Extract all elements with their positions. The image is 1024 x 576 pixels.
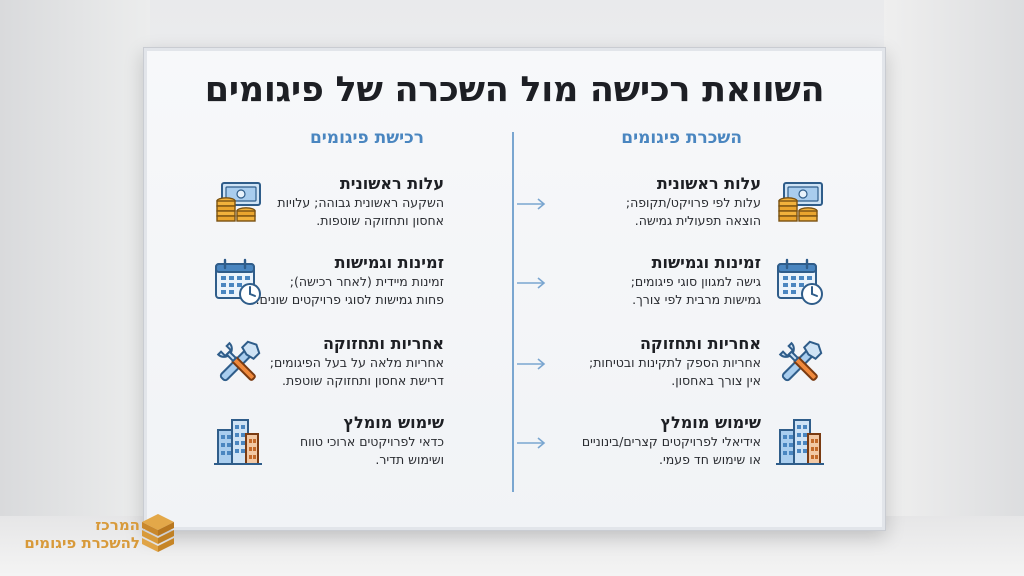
rental-item-2: אחריות ותחזוקה אחריות הספק לתקינות ובטיחו… — [549, 334, 761, 390]
purchase-item-title: עלות ראשונית — [339, 174, 444, 193]
purchase-item-desc-line1: כדאי לפרויקטים ארוכי טווח — [299, 434, 444, 449]
purchase-item-3: שימוש מומלץ כדאי לפרויקטים ארוכי טווח ושימ… — [222, 413, 444, 469]
purchase-item-title: שימוש מומלץ — [343, 413, 444, 432]
rental-item-desc-line2: אין צורך באחסון. — [671, 373, 761, 388]
calendar-clock-icon — [774, 256, 826, 308]
center-divider — [512, 132, 514, 492]
purchase-column-heading: רכישת פיגומים — [309, 128, 424, 148]
brand-logo-text: המרכז להשכרת פיגומים — [18, 516, 140, 552]
purchase-item-2: אחריות ותחזוקה אחריות מלאה על בעל הפיגומי… — [222, 334, 444, 390]
brand-logo-line1: המרכז — [95, 516, 140, 534]
rental-item-0: עלות ראשונית עלות לפי פרויקט/תקופה; הוצאה … — [549, 174, 761, 230]
arrow-right-icon — [517, 358, 546, 370]
room-wall-right — [884, 0, 1024, 576]
rental-item-title: אחריות ותחזוקה — [639, 334, 761, 353]
purchase-item-title: אחריות ותחזוקה — [322, 334, 444, 353]
arrow-right-icon — [517, 277, 546, 289]
rental-item-title: זמינות וגמישות — [651, 253, 761, 272]
room-wall-left — [0, 0, 150, 576]
arrow-right-icon — [517, 437, 546, 449]
money-coins-icon — [212, 177, 264, 229]
calendar-clock-icon — [212, 256, 264, 308]
page-title: השוואת רכישה מול השכרה של פיגומים — [204, 70, 825, 110]
rental-item-desc-line1: גישה למגוון סוגי פיגומים; — [630, 274, 761, 289]
purchase-item-desc-line1: זמינות מיידית (לאחר רכישה); — [289, 274, 444, 289]
purchase-item-0: עלות ראשונית השקעה ראשונית גבוהה; עלויות א… — [222, 174, 444, 230]
purchase-item-desc-line1: השקעה ראשונית גבוהה; עלויות — [277, 195, 444, 210]
buildings-icon — [774, 416, 826, 468]
rental-item-3: שימוש מומלץ אידיאלי לפרויקטים קצרים/בינונ… — [549, 413, 761, 469]
purchase-item-desc-line2: פחות גמישות לסוגי פרויקטים שונים. — [255, 292, 444, 307]
purchase-item-desc-line1: אחריות מלאה על בעל הפיגומים; — [269, 355, 444, 370]
rental-column-heading: השכרת פיגומים — [621, 128, 742, 148]
rental-item-desc-line2: או שימוש חד פעמי. — [659, 452, 761, 467]
rental-item-1: זמינות וגמישות גישה למגוון סוגי פיגומים; ג… — [549, 253, 761, 309]
money-coins-icon — [774, 177, 826, 229]
rental-item-desc-line1: אחריות הספק לתקינות ובטיחות; — [588, 355, 761, 370]
brand-logo-line2: להשכרת פיגומים — [24, 534, 140, 552]
buildings-icon — [212, 416, 264, 468]
tools-icon — [212, 337, 264, 389]
rental-item-desc-line2: גמישות מרבית לפי צורך. — [632, 292, 761, 307]
purchase-item-desc-line2: אחסון ותחזוקה שוטפות. — [316, 213, 444, 228]
comparison-board: השוואת רכישה מול השכרה של פיגומים השכרת … — [143, 47, 886, 531]
rental-item-title: שימוש מומלץ — [660, 413, 761, 432]
purchase-item-desc-line2: דרישת אחסון ותחזוקה שוטפת. — [281, 373, 444, 388]
rental-item-title: עלות ראשונית — [656, 174, 761, 193]
brand-logo-icon — [142, 514, 174, 552]
tools-icon — [774, 337, 826, 389]
purchase-item-title: זמינות וגמישות — [334, 253, 444, 272]
purchase-item-desc-line2: ושימוש תדיר. — [375, 452, 444, 467]
rental-item-desc-line1: אידיאלי לפרויקטים קצרים/בינוניים — [581, 434, 761, 449]
purchase-item-1: זמינות וגמישות זמינות מיידית (לאחר רכישה)… — [222, 253, 444, 309]
rental-item-desc-line1: עלות לפי פרויקט/תקופה; — [625, 195, 761, 210]
arrow-right-icon — [517, 198, 546, 210]
rental-item-desc-line2: הוצאה תפעולית גמישה. — [634, 213, 761, 228]
